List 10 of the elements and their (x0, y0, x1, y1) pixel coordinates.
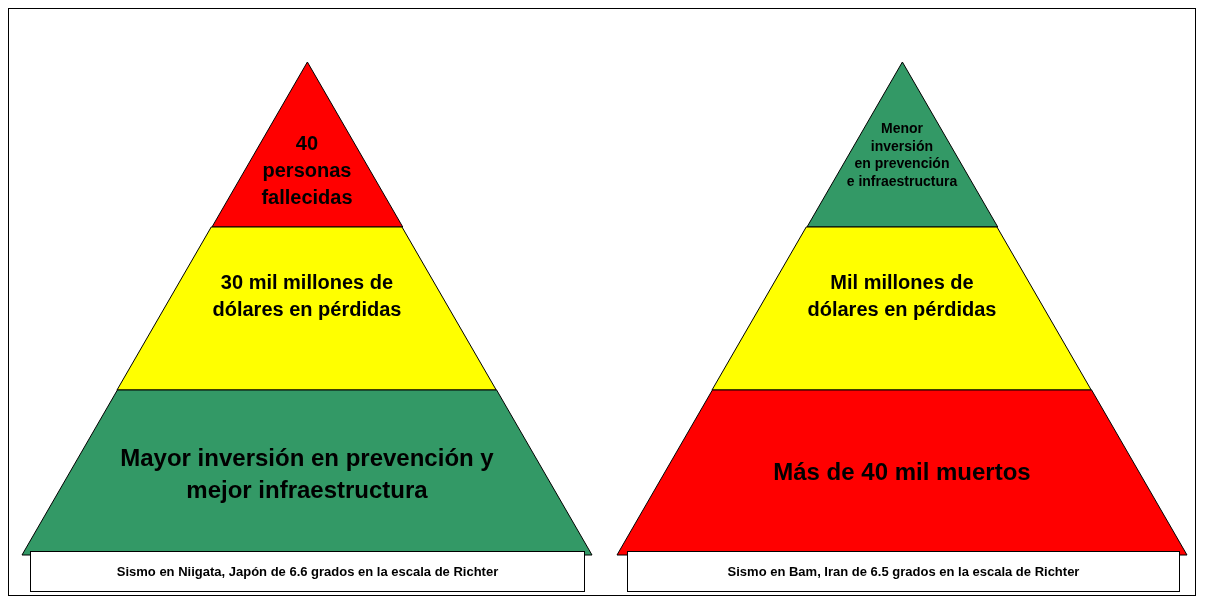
band-text: Más de 40 mil muertos (773, 458, 1031, 485)
band-text: 30 mil millones de dólares en pérdidas (212, 271, 402, 320)
caption-box (30, 551, 585, 592)
caption-text: Sismo en Niigata, Japón de 6.6 grados en la escala de Richter (116, 564, 499, 579)
band-text: Mil millones de dólares en pérdidas (807, 271, 997, 320)
band-text: 40 personas fallecidas (261, 132, 353, 208)
band-text: Menor inversión en prevención e infraestructura (846, 120, 958, 189)
caption-text: Sismo en Bam, Iran de 6.5 grados en la escala de Richter (727, 564, 1080, 579)
band-text: Mayor inversión en prevención y mejor infraestructura (120, 444, 494, 504)
caption-box (627, 551, 1180, 592)
